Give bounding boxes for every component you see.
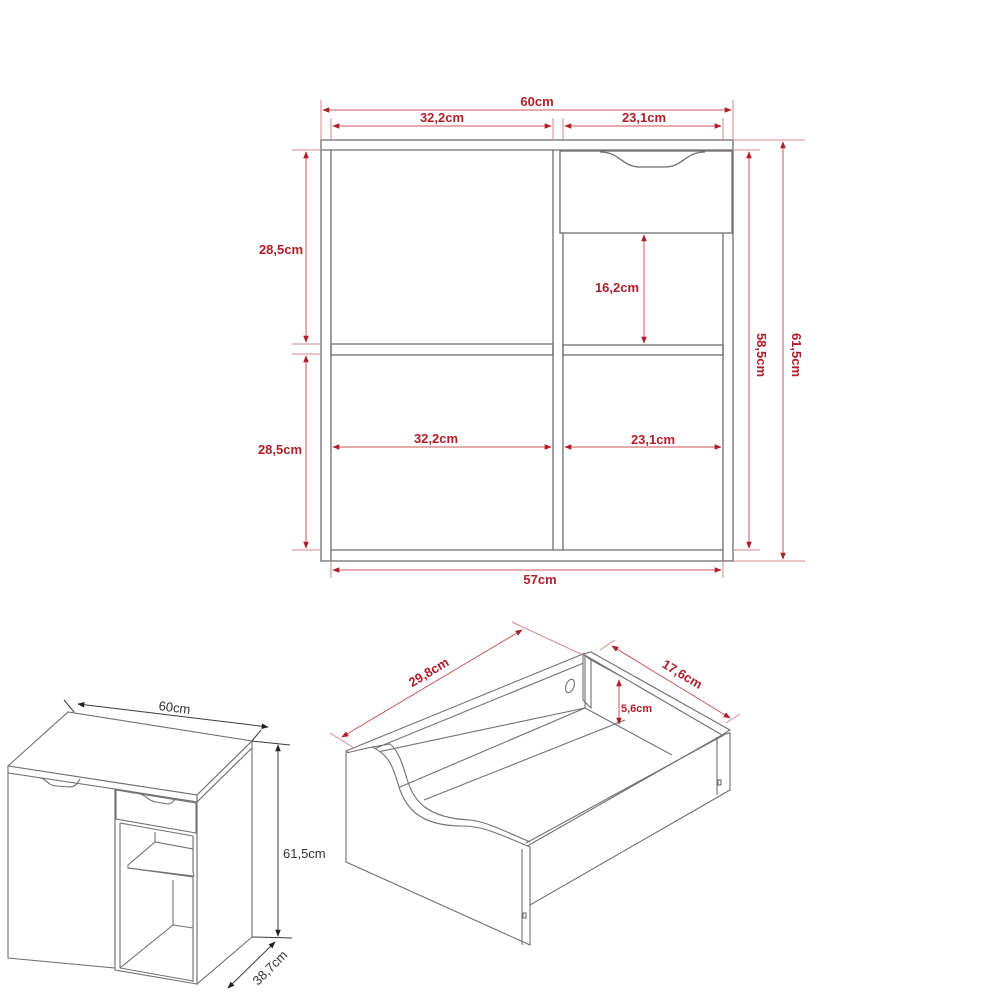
iso-dim-width: 60cm <box>158 698 191 717</box>
dim-overall-height: 61,5cm <box>789 333 804 377</box>
dim-left-opening-width-bottom: 32,2cm <box>414 431 458 446</box>
drawer-front-top-edge <box>371 743 531 843</box>
drawer-handle-cutout <box>599 151 706 168</box>
cabinet-right-bay <box>114 788 198 985</box>
dim-inner-width: 57cm <box>523 572 556 587</box>
dim-right-opening-width-top: 23,1cm <box>622 110 666 125</box>
left-middle-shelf <box>330 343 554 356</box>
dim-upper-height: 28,5cm <box>259 242 303 257</box>
cabinet-outline <box>320 139 734 562</box>
cabinet-door <box>7 772 116 969</box>
drawer-fitting <box>522 912 527 919</box>
iso-dim-depth: 38,7cm <box>250 947 291 988</box>
drawer-right-side <box>521 732 731 906</box>
drawer-dim-height: 5,6cm <box>621 703 652 715</box>
drawer-back-top <box>581 651 732 736</box>
drawer-dim-width: 17,6cm <box>660 656 706 692</box>
front-dimensions: 60cm 32,2cm 23,1cm 28,5cm 28,5cm 16,2cm … <box>258 94 805 587</box>
drawer-dim-length: 29,8cm <box>406 654 452 690</box>
cabinet-drawer-front <box>115 789 197 834</box>
dim-lower-height: 28,5cm <box>258 442 302 457</box>
dim-overall-width: 60cm <box>520 94 553 109</box>
drawer-fixing-hole <box>564 678 576 694</box>
right-middle-shelf <box>562 344 724 356</box>
iso-dim-height: 61,5cm <box>283 846 326 861</box>
dim-under-drawer-height: 16,2cm <box>595 280 639 295</box>
drawer-isometric <box>344 651 732 946</box>
door-handle-cutout <box>39 777 81 788</box>
cabinet-drawer-handle <box>139 793 177 805</box>
dim-left-opening-width-top: 32,2cm <box>420 110 464 125</box>
cabinet-inner-shelf <box>127 841 195 877</box>
isometric-cabinet <box>6 711 254 986</box>
drawer-front <box>559 150 733 234</box>
drawer-left-side-top <box>344 653 593 758</box>
front-elevation <box>320 139 734 562</box>
dim-inner-height: 58,5cm <box>754 333 769 377</box>
drawer-back-edge <box>582 652 592 710</box>
drawer-front-panel <box>345 746 531 946</box>
drawer-fitting <box>717 779 722 786</box>
dim-right-opening-width-bottom: 23,1cm <box>631 432 675 447</box>
